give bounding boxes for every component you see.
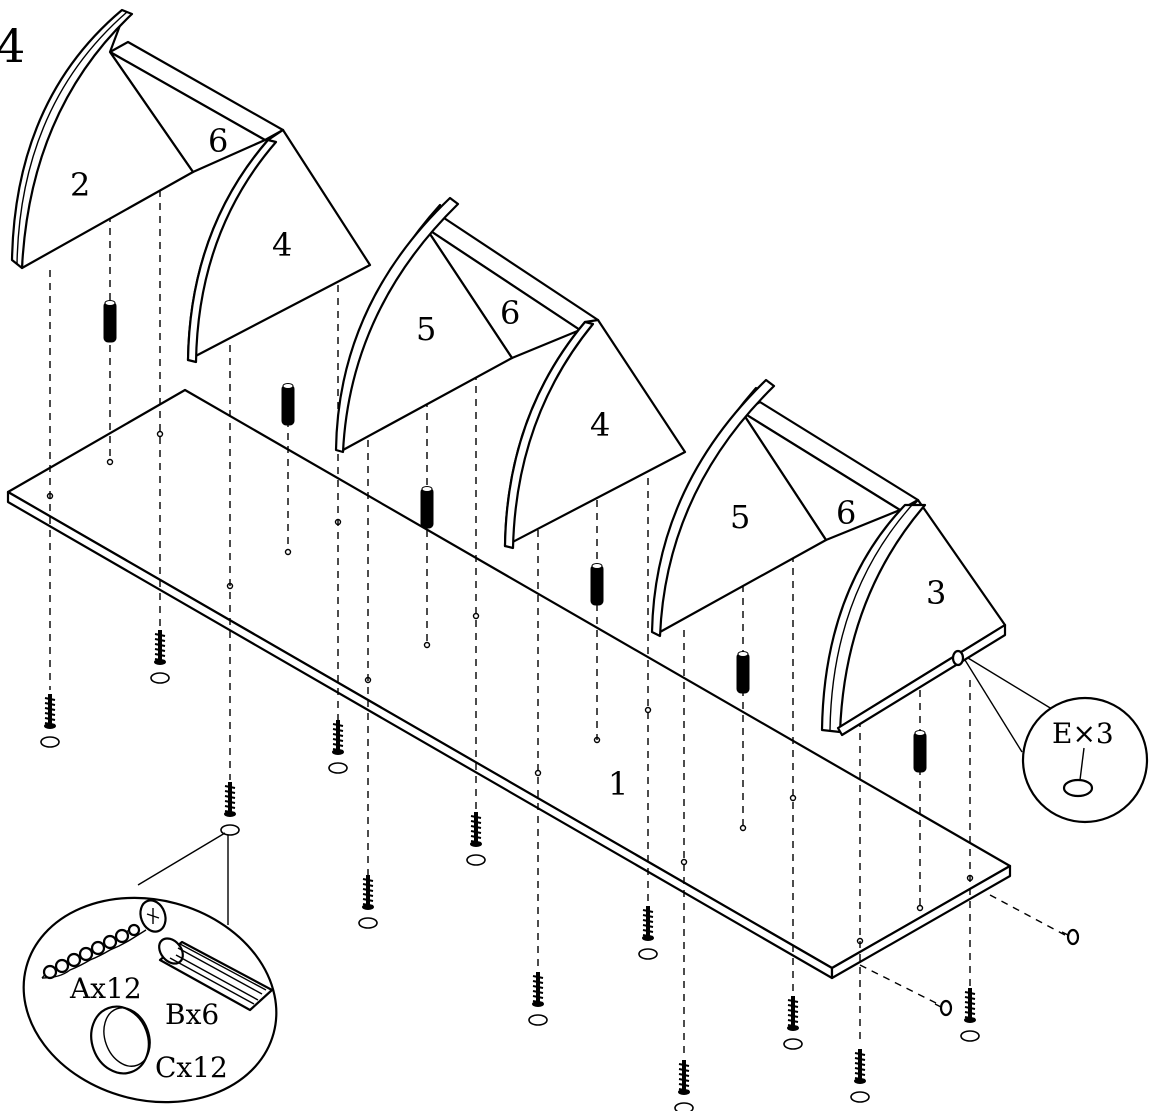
label-board-5-b: 5 [730,498,750,536]
cap-icon [220,824,240,836]
dowels [103,300,927,773]
callout-nails [964,657,1149,824]
screw-icon [638,906,658,960]
dowel-icon [736,651,750,694]
board-holes [46,430,974,945]
cap-icon [638,948,658,960]
cap-icon [528,1014,548,1026]
dowel-icon [420,486,434,529]
shelf-unit-left [10,8,372,364]
screw-icon [674,1060,694,1114]
cap-icon [960,1030,980,1042]
dowel-icon [281,383,295,426]
screws [40,630,980,1114]
screw-icon [328,720,348,774]
label-board-4-b: 4 [590,406,610,444]
callout-hardware [22,832,278,1104]
cap-icon [466,854,486,866]
nails [934,649,1080,1017]
shelf-unit-right [650,378,1007,737]
guide-lines [49,190,1066,1055]
screw-icon [150,630,170,684]
screw-icon [960,988,980,1042]
label-dowels-count: Bx6 [165,998,219,1031]
cap-icon [850,1091,870,1103]
label-board-3: 3 [926,574,946,612]
cap-large-icon [90,1005,151,1075]
label-board-2: 2 [70,166,90,204]
label-board-5-a: 5 [416,310,436,348]
screw-large-icon [41,899,167,980]
cap-icon [783,1038,803,1050]
label-nails-count: E×3 [1052,717,1114,750]
screw-icon [466,812,486,866]
screw-icon [783,996,803,1050]
step-number: 4 [0,19,25,73]
cap-icon [150,672,170,684]
shelf-unit-middle [334,196,687,550]
dowel-icon [590,563,604,606]
label-caps-count: Cx12 [155,1051,228,1084]
base-board-1 [6,388,1012,980]
dowel-large-icon [158,937,274,1012]
screw-icon [40,694,60,748]
cap-icon [358,917,378,929]
label-board-4-a: 4 [272,226,292,264]
cap-icon [328,762,348,774]
label-board-6-c: 6 [836,494,856,532]
screw-icon [528,972,548,1026]
screw-icon [850,1049,870,1103]
dowel-icon [913,730,927,773]
label-screws-count: Ax12 [69,972,142,1005]
screw-icon [220,782,240,836]
label-board-1: 1 [608,765,628,803]
label-board-6-a: 6 [208,122,228,160]
label-board-6-b: 6 [500,294,520,332]
cap-icon [674,1102,694,1114]
cap-icon [40,736,60,748]
dowel-icon [103,300,117,343]
screw-icon [358,875,378,929]
